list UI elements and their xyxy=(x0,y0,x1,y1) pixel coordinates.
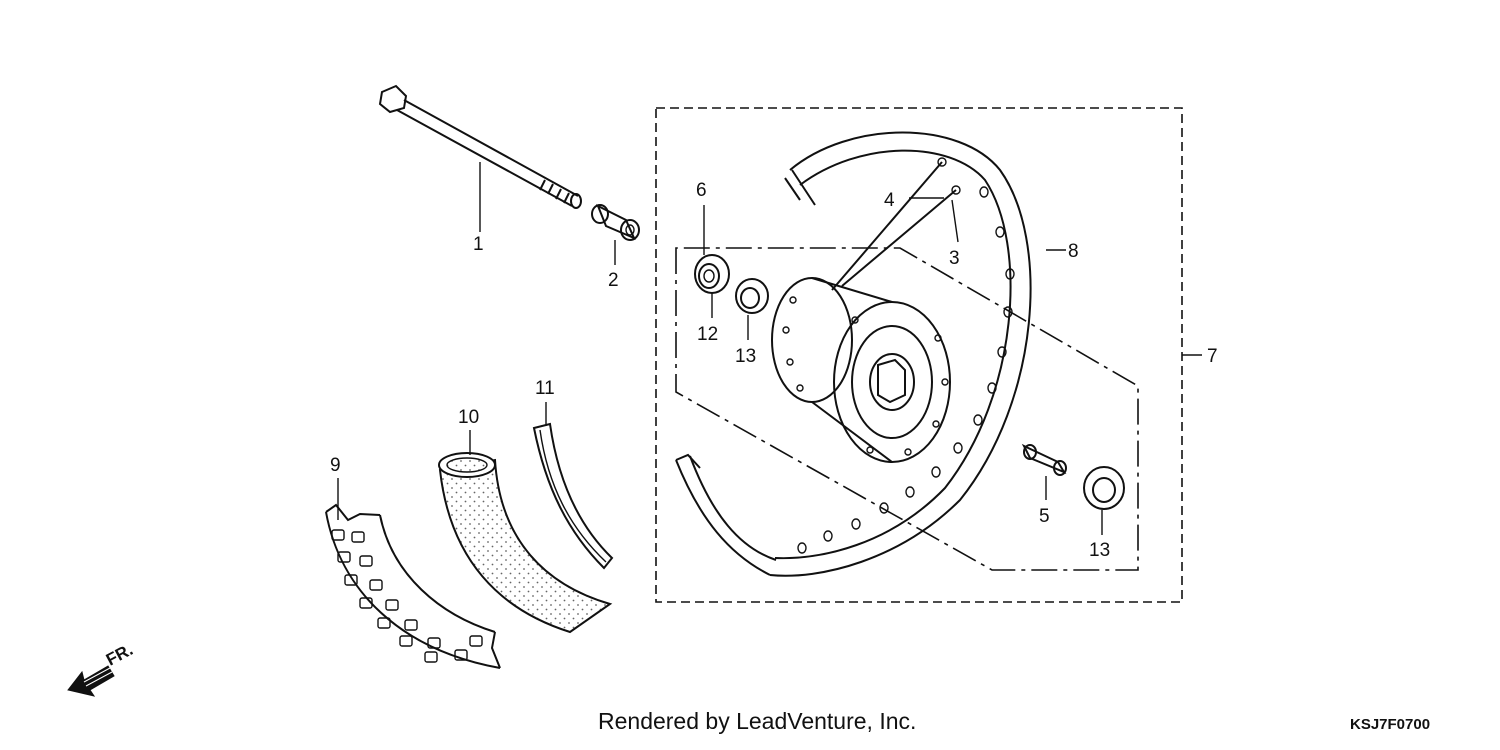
callout-7: 7 xyxy=(1207,346,1218,367)
wheel-rim xyxy=(675,131,1032,577)
leader-lines xyxy=(337,162,1202,535)
hub-subassembly-outline xyxy=(675,247,1139,571)
wheel-hub xyxy=(771,277,951,463)
spokes xyxy=(831,157,961,291)
front-direction-label: FR. xyxy=(103,640,136,670)
inner-tube xyxy=(438,452,613,634)
render-credit: Rendered by LeadVenture, Inc. xyxy=(598,708,917,734)
callout-11: 11 xyxy=(535,378,555,399)
axle-collar xyxy=(591,203,640,241)
callout-2: 2 xyxy=(608,270,619,291)
front-direction-arrow-icon xyxy=(67,665,115,697)
callout-8: 8 xyxy=(1068,241,1079,262)
callout-13-right: 13 xyxy=(1089,540,1110,561)
bearing-right xyxy=(1083,466,1125,510)
rim-band xyxy=(532,422,614,570)
callout-3: 3 xyxy=(949,248,960,269)
diagram-code: KSJ7F0700 xyxy=(1350,716,1431,733)
callout-5: 5 xyxy=(1039,506,1050,527)
callout-1: 1 xyxy=(473,234,484,255)
bearing-left xyxy=(735,278,769,314)
axle-bolt xyxy=(378,84,582,209)
callout-10: 10 xyxy=(458,407,479,428)
callout-6: 6 xyxy=(696,180,707,201)
callout-9: 9 xyxy=(330,455,341,476)
dust-seal xyxy=(694,254,730,294)
tire xyxy=(325,503,501,669)
callout-13-left: 13 xyxy=(735,346,756,367)
callout-12: 12 xyxy=(697,324,718,345)
callout-4: 4 xyxy=(884,190,895,211)
distance-collar xyxy=(1021,443,1067,476)
